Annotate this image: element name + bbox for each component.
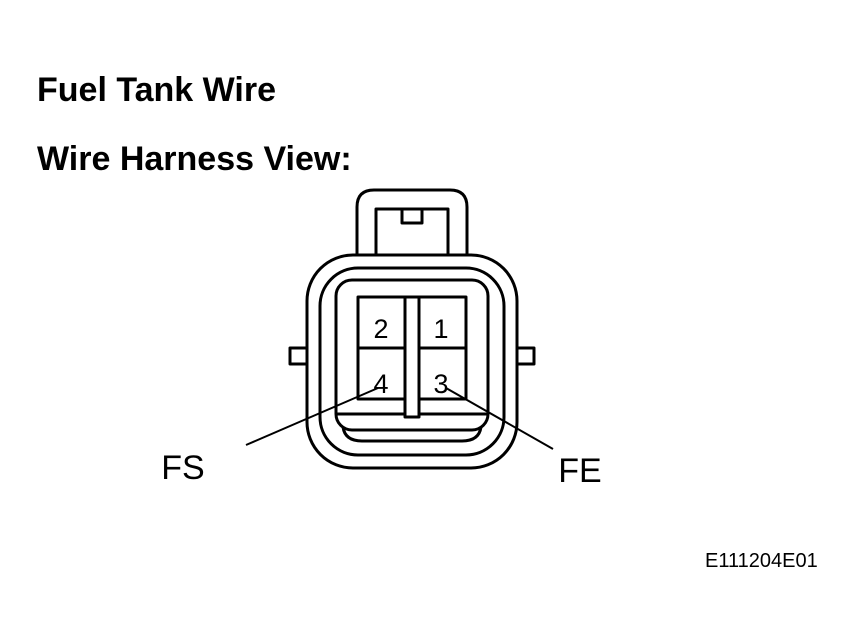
diagram-subtitle: Wire Harness View:: [37, 140, 352, 178]
connector-lock-latch: [374, 207, 450, 257]
leader-line-fs: [245, 387, 379, 446]
pin-label-2: 2: [373, 314, 388, 344]
lead-label-fe: FE: [558, 452, 601, 490]
leader-line-fe: [445, 387, 554, 450]
connector-cavity-frame: [334, 278, 490, 432]
figure-id: E111204E01: [705, 550, 818, 572]
connector-housing-inner: [318, 266, 506, 457]
terminal-center-post: [403, 295, 421, 419]
connector-lock-tab: [355, 188, 469, 255]
connector-lock-notch: [400, 207, 424, 225]
pin-label-4: 4: [373, 369, 388, 399]
lead-label-fs: FS: [161, 449, 204, 487]
pin-label-1: 1: [433, 314, 448, 344]
pin-label-3: 3: [433, 369, 448, 399]
diagram-title: Fuel Tank Wire: [37, 71, 276, 109]
